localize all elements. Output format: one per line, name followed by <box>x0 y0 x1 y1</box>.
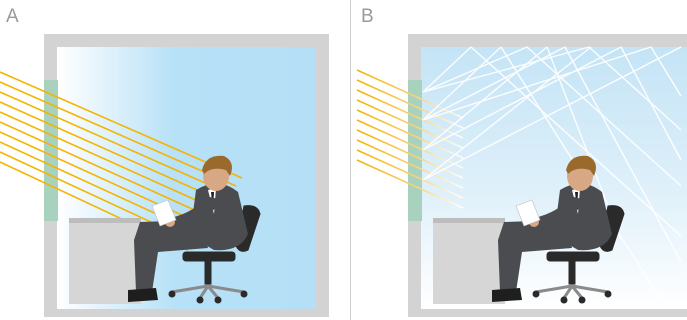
scene-a <box>0 0 350 320</box>
window-glass <box>408 80 422 221</box>
panel-b: B <box>351 0 687 320</box>
panel-a: A <box>0 0 350 320</box>
scene-b <box>351 0 687 320</box>
window-glass <box>44 80 58 221</box>
